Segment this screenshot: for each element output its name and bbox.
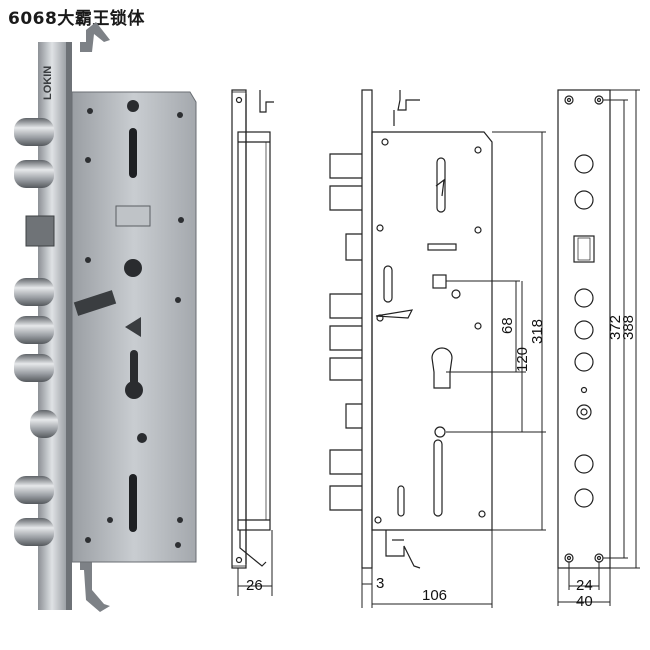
dim-120-label: 120 xyxy=(514,347,531,372)
lock-body-photo: LOKIN xyxy=(14,22,197,612)
dim-372-label: 372 xyxy=(607,315,624,340)
dim-faceplate-width xyxy=(237,530,273,596)
lock-front-view xyxy=(329,89,493,569)
dim-40-label: 40 xyxy=(576,593,593,610)
dim-24-label: 24 xyxy=(576,577,593,594)
strike-plate-view xyxy=(557,89,611,569)
brand-logo: LOKIN xyxy=(42,66,54,100)
dim-388-label: 388 xyxy=(620,315,637,340)
dim-26-label: 26 xyxy=(246,577,263,594)
dim-106-label: 106 xyxy=(422,587,447,604)
dim-lines-front xyxy=(361,131,546,608)
bolt-group xyxy=(14,118,58,546)
faceplate-side-view xyxy=(231,89,274,569)
product-title: 6068大霸王锁体 xyxy=(8,9,145,29)
dim-3-label: 3 xyxy=(376,575,384,592)
dim-318-label: 318 xyxy=(529,319,546,344)
dim-68-label: 68 xyxy=(499,317,516,334)
dim-lines-plate xyxy=(557,89,640,606)
